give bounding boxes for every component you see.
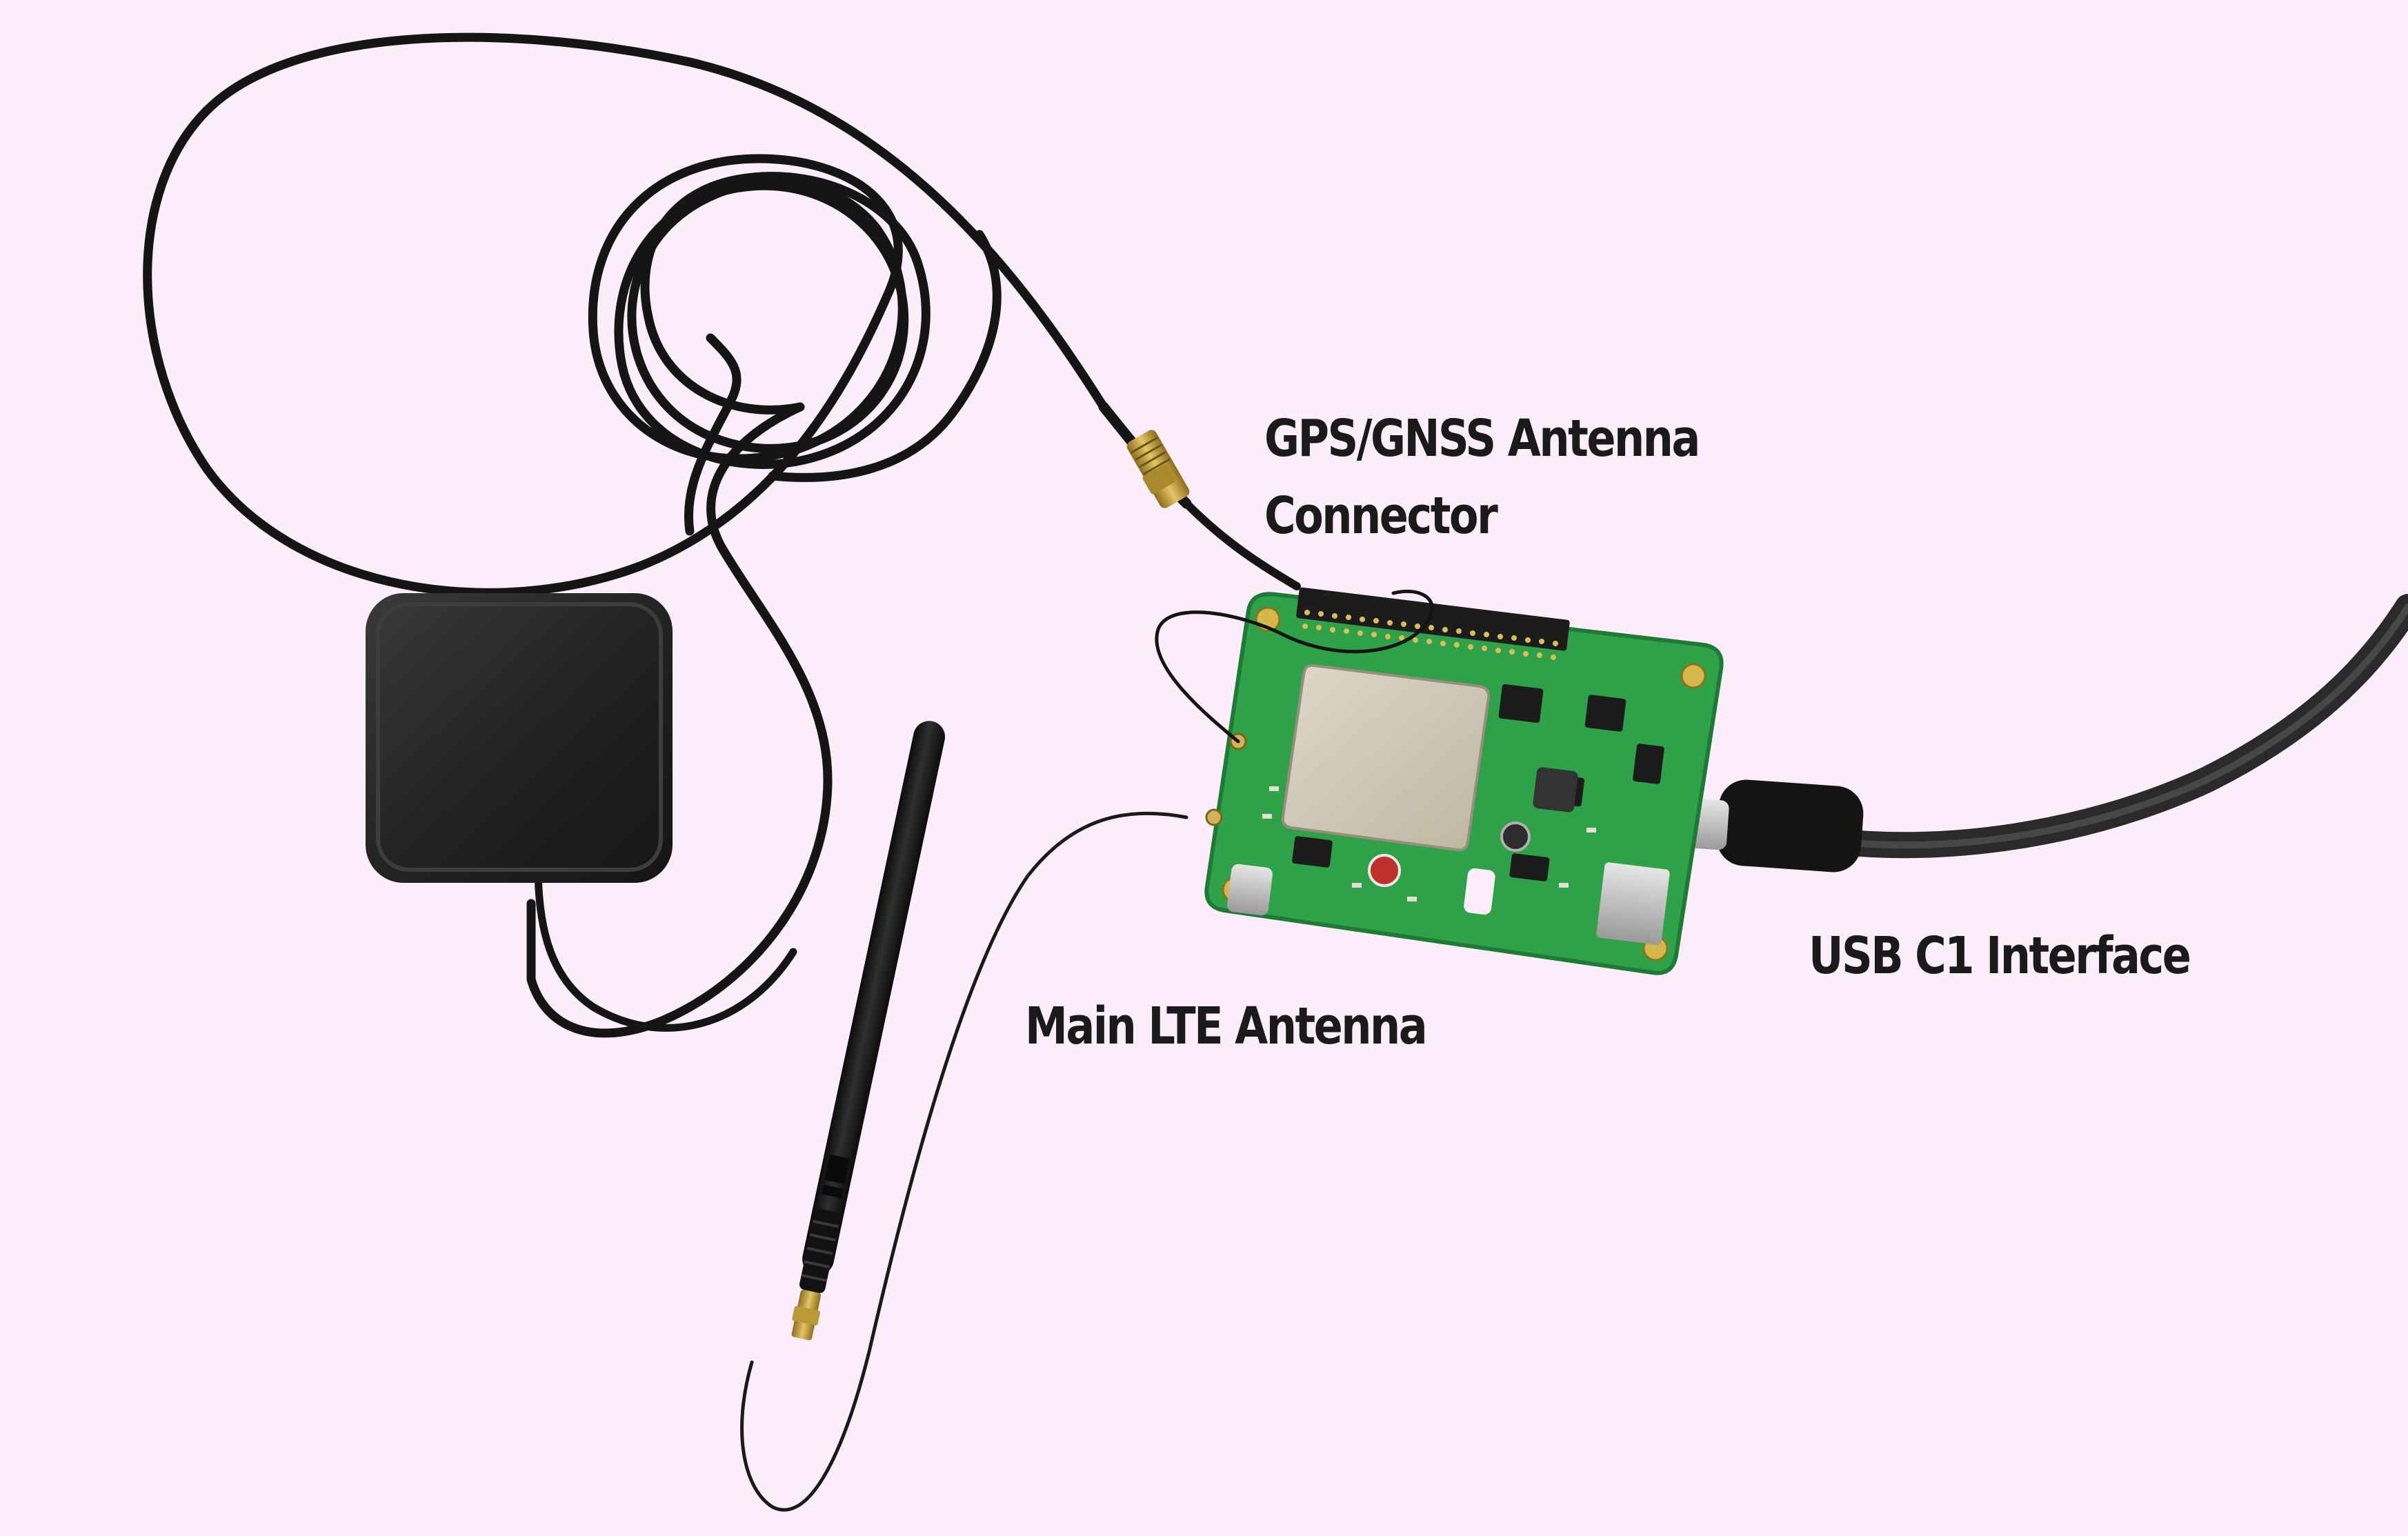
whip-antenna-icon xyxy=(740,721,1188,1512)
lte-gnss-board-icon xyxy=(1155,587,1724,975)
usb-c-cable-icon xyxy=(1668,594,2408,872)
gps-gnss-antenna-connector-label: GPS/GNSS Antenna Connector xyxy=(1264,400,1700,555)
gps-antenna-cable xyxy=(143,32,1108,1038)
gps-label-line-2: Connector xyxy=(1264,486,1498,546)
gps-sma-connector xyxy=(1098,401,1301,590)
gps-label-line-1: GPS/GNSS Antenna xyxy=(1264,409,1700,468)
gps-puck-antenna-icon xyxy=(366,593,797,1032)
usb-c1-interface-label: USB C1 Interface xyxy=(1809,926,2191,986)
main-lte-antenna-label: Main LTE Antenna xyxy=(1025,997,1428,1056)
